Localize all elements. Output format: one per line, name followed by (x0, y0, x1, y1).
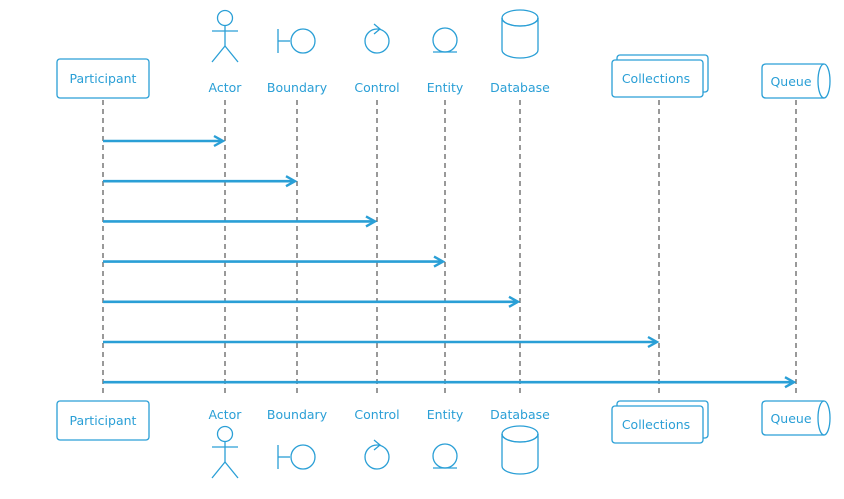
messages (103, 134, 797, 389)
arrowhead-icon (508, 295, 521, 308)
actor-label: Actor (209, 407, 243, 422)
message-participant-to-entity (103, 255, 446, 268)
database-icon (501, 425, 539, 475)
collections-label: Collections (622, 417, 690, 432)
arrowhead-icon (784, 376, 797, 389)
control-icon (364, 439, 390, 470)
queue-icon (761, 63, 831, 99)
control-icon (364, 23, 390, 54)
participant-head-boundary-bottom[interactable]: Boundary (267, 407, 328, 470)
arrowhead-icon (647, 335, 660, 349)
message-participant-to-control (103, 215, 378, 228)
actor-icon (211, 9, 239, 63)
message-participant-to-queue (103, 376, 797, 389)
participant-head-collections-top[interactable]: Collections (611, 54, 709, 98)
arrowhead-icon (365, 215, 378, 228)
entity-icon (432, 27, 458, 53)
entity-label: Entity (427, 80, 464, 95)
participant-box (56, 58, 150, 99)
participant-head-collections-bottom[interactable]: Collections (611, 400, 709, 444)
participant-head-actor-top[interactable]: Actor (209, 9, 243, 96)
participant-head-database-bottom[interactable]: Database (490, 407, 550, 475)
participant-label: Participant (70, 71, 137, 86)
arrowhead-icon (433, 255, 446, 268)
arrowhead-icon (285, 175, 298, 188)
participant-label: Participant (70, 413, 137, 428)
participant-head-entity-top[interactable]: Entity (427, 27, 464, 95)
entity-icon (432, 443, 458, 469)
queue-label: Queue (770, 411, 811, 426)
message-participant-to-boundary (103, 175, 298, 188)
participant-head-queue-top[interactable]: Queue (761, 63, 831, 99)
control-label: Control (354, 407, 399, 422)
collections-stack (611, 400, 709, 444)
collections-stack (611, 54, 709, 98)
message-participant-to-actor (103, 134, 226, 148)
collections-label: Collections (622, 71, 690, 86)
participant-heads-bottom: Participant Actor Boundary Control Entity Dat… (56, 400, 831, 479)
arrowhead-icon (213, 134, 226, 148)
lifelines (102, 100, 797, 396)
database-icon (501, 9, 539, 59)
message-participant-to-database (103, 295, 521, 308)
control-label: Control (354, 80, 399, 95)
participant-head-control-top[interactable]: Control (354, 23, 400, 95)
queue-icon (761, 400, 831, 436)
participant-head-database-top[interactable]: Database (490, 9, 550, 95)
queue-label: Queue (770, 74, 811, 89)
participant-head-participant-top[interactable]: Participant (56, 58, 150, 99)
message-participant-to-collections (103, 335, 660, 349)
boundary-label: Boundary (267, 407, 328, 422)
actor-label: Actor (209, 80, 243, 95)
boundary-icon (277, 444, 316, 470)
boundary-icon (277, 28, 316, 54)
participant-head-actor-bottom[interactable]: Actor (209, 407, 243, 479)
boundary-label: Boundary (267, 80, 328, 95)
actor-icon (211, 425, 239, 479)
participant-head-entity-bottom[interactable]: Entity (427, 407, 464, 469)
participant-head-queue-bottom[interactable]: Queue (761, 400, 831, 436)
entity-label: Entity (427, 407, 464, 422)
database-label: Database (490, 407, 550, 422)
participant-head-participant-bottom[interactable]: Participant (56, 400, 150, 441)
database-label: Database (490, 80, 550, 95)
participant-head-control-bottom[interactable]: Control (354, 407, 400, 470)
participant-head-boundary-top[interactable]: Boundary (267, 28, 328, 95)
participant-box (56, 400, 150, 441)
